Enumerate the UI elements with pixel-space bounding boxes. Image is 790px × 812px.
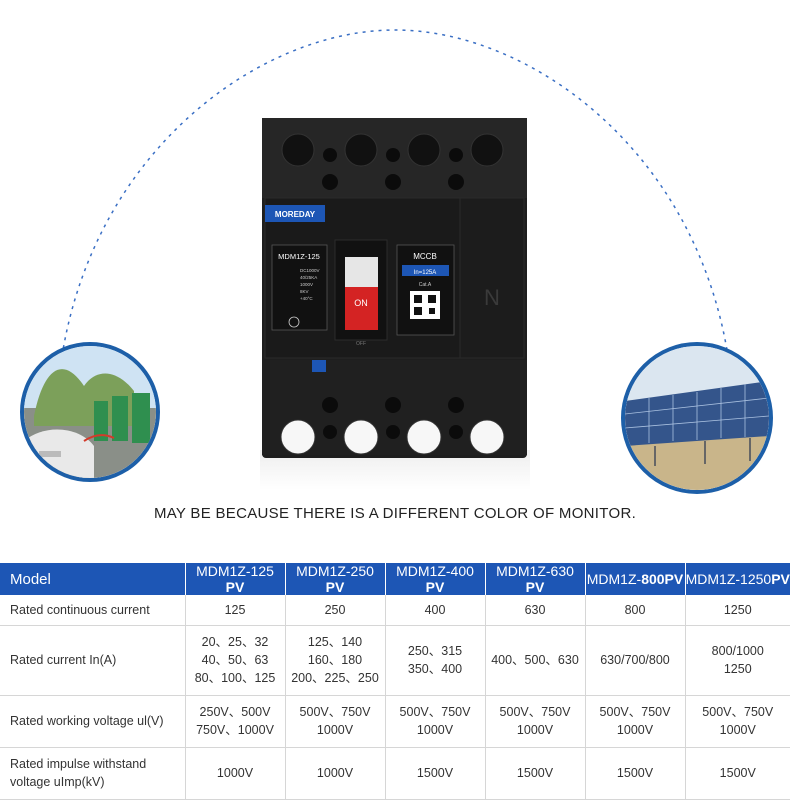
spec-line: 8KV <box>300 289 309 294</box>
spec-line: 40/25KA <box>300 275 317 280</box>
handle-on-label: ON <box>354 298 368 308</box>
ev-charging-photo <box>20 342 160 482</box>
spec-line: +40°C <box>300 296 313 301</box>
header-model-2: MDM1Z-250 PV <box>285 563 386 595</box>
rating-label: In=125A <box>414 270 437 276</box>
spec-line: 1000V <box>300 282 313 287</box>
table-row: Rated current In(A) 20、25、32 40、50、63 80… <box>0 625 790 696</box>
handle-off-label: OFF <box>356 341 366 347</box>
header-model-5: MDM1Z-800PV <box>585 563 686 595</box>
product-hero: N MOREDAY MDM1Z-125 DC1000V 40/25KA 1000… <box>20 29 773 494</box>
monitor-color-notice: MAY BE BECAUSE THERE IS A DIFFERENT COLO… <box>153 505 637 522</box>
header-model: Model <box>0 563 186 595</box>
dashed-arc <box>61 29 729 357</box>
breaker-image: N MOREDAY MDM1Z-125 DC1000V 40/25KA 1000… <box>260 118 530 490</box>
brand-label: MOREDAY <box>275 210 316 219</box>
table-row: Rated impulse withstand voltage uImp(kV)… <box>0 747 790 800</box>
table-row: Rated continuous current 125 250 400 630… <box>0 595 790 626</box>
header-model-3: MDM1Z-400 PV <box>385 563 486 595</box>
header-model-4: MDM1Z-630 PV <box>485 563 586 595</box>
table-row: Rated working voltage ul(V) 250V、500V 75… <box>0 695 790 748</box>
solar-panels-photo <box>621 342 773 494</box>
model-label: MDM1Z-125 <box>278 252 320 261</box>
spec-table: Model MDM1Z-125 PV MDM1Z-250 PV MDM1Z-40… <box>0 563 790 800</box>
header-model-6: MDM1Z-1250PV <box>685 563 790 595</box>
header-model-1: MDM1Z-125 PV <box>185 563 286 595</box>
table-header-row: Model MDM1Z-125 PV MDM1Z-250 PV MDM1Z-40… <box>0 563 790 595</box>
spec-line: DC1000V <box>300 268 320 273</box>
svg-text:N: N <box>484 285 500 310</box>
category-label: Cat.A <box>419 282 432 288</box>
type-label: MCCB <box>413 252 437 261</box>
